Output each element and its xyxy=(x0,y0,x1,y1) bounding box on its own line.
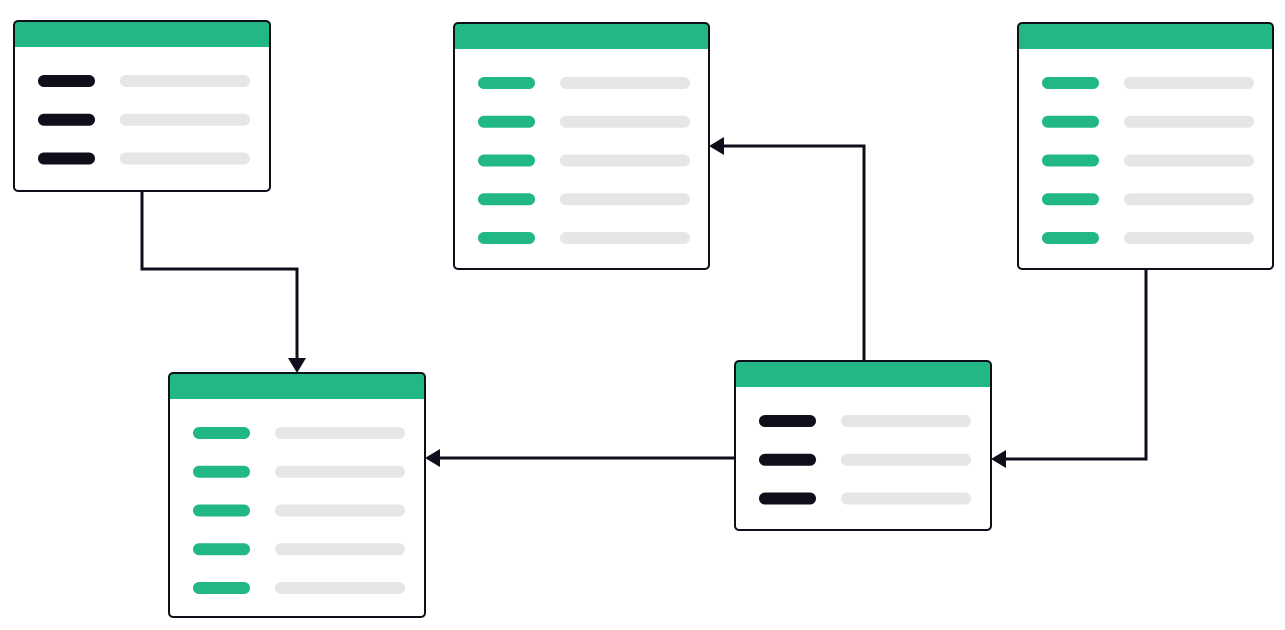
table-frame xyxy=(13,20,271,192)
arrowhead-icon xyxy=(288,358,306,373)
arrowhead-icon xyxy=(991,450,1006,468)
connector-table-bottom-right-to-table-top-center xyxy=(709,137,866,361)
tables-layer xyxy=(13,20,1274,618)
connector-table-top-right-to-table-bottom-right xyxy=(991,269,1148,468)
table-body xyxy=(169,373,425,617)
table-top-right[interactable] xyxy=(1017,22,1274,270)
connector-line xyxy=(140,191,299,358)
connector-table-top-left-to-table-bottom-left xyxy=(140,191,306,373)
connector-line xyxy=(1006,269,1148,461)
table-bottom-right[interactable] xyxy=(734,360,992,531)
table-bottom-left[interactable] xyxy=(168,372,426,618)
table-header xyxy=(735,361,991,387)
table-header xyxy=(14,21,270,47)
connector-table-bottom-right-to-table-bottom-left xyxy=(425,449,735,467)
table-body xyxy=(14,21,270,191)
table-frame xyxy=(453,22,710,270)
table-frame xyxy=(1017,22,1274,270)
connectors-layer xyxy=(140,137,1148,468)
table-top-center[interactable] xyxy=(453,22,710,270)
arrowhead-icon xyxy=(709,137,724,155)
arrowhead-icon xyxy=(425,449,440,467)
table-frame xyxy=(734,360,992,531)
table-header xyxy=(454,23,709,49)
table-body xyxy=(735,361,991,530)
table-header xyxy=(169,373,425,399)
table-top-left[interactable] xyxy=(13,20,271,192)
table-frame xyxy=(168,372,426,618)
table-header xyxy=(1018,23,1273,49)
connector-line xyxy=(724,144,866,361)
